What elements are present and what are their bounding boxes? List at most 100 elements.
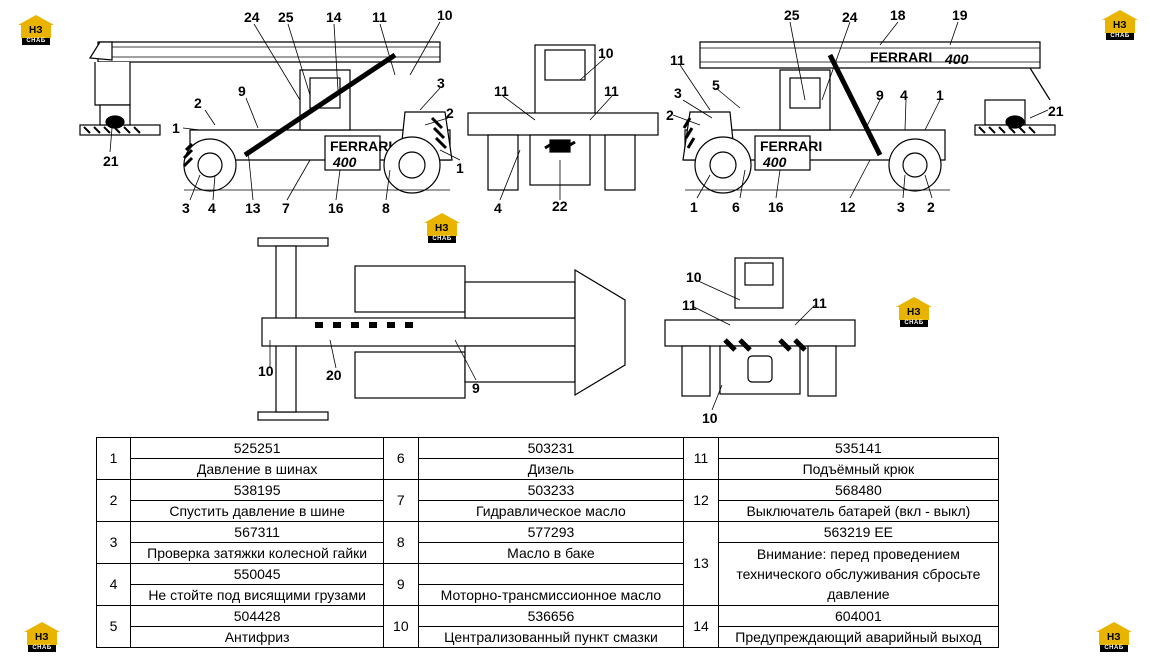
callout-1: 1 (456, 160, 464, 176)
table-row: Спустить давление в шине Гидравлическое … (97, 500, 1000, 522)
legend-desc: Выключатель батарей (вкл - выкл) (717, 500, 1000, 522)
legend-table: 1 525251 6 503231 11 535141 Давление в ш… (95, 437, 1000, 648)
legend-desc: Предупреждающий аварийный выход (717, 626, 1000, 648)
callout-6: 6 (732, 199, 740, 215)
table-row: 3 567311 8 577293 13 563219 EE (95, 521, 1000, 606)
svg-text:400: 400 (332, 154, 357, 170)
callout-24: 24 (842, 9, 858, 25)
legend-num: 9 (383, 563, 419, 606)
callout-11: 11 (372, 9, 387, 25)
legend-num: 5 (95, 605, 132, 648)
legend-desc: Давление в шинах (130, 458, 385, 480)
callout-2: 2 (927, 199, 935, 215)
legend-num: 7 (383, 479, 419, 522)
callout-22: 22 (552, 198, 568, 214)
callout-4: 4 (494, 200, 502, 216)
callout-2: 2 (666, 107, 674, 123)
legend-num: 6 (383, 437, 419, 480)
legend-num: 2 (95, 479, 132, 522)
legend-code: 503231 (417, 437, 685, 459)
callout-11: 11 (812, 295, 827, 311)
callout-16: 16 (768, 199, 784, 215)
svg-text:FERRARI: FERRARI (870, 49, 932, 65)
legend-code: 503233 (417, 479, 685, 501)
callout-5: 5 (712, 77, 720, 93)
callout-10: 10 (437, 7, 453, 23)
callout-1: 1 (936, 87, 944, 103)
callout-4: 4 (900, 87, 908, 103)
callout-24: 24 (244, 9, 260, 25)
callout-3: 3 (182, 200, 190, 216)
callout-21: 21 (103, 153, 119, 169)
table-row: 5 504428 10 536656 14 604001 (95, 605, 1000, 648)
svg-text:FERRARI: FERRARI (760, 138, 822, 154)
legend-code: 604001 (717, 605, 1000, 627)
legend-desc: Не стойте под висящими грузами (130, 584, 385, 606)
callout-21: 21 (1048, 103, 1064, 119)
top-view (257, 237, 626, 421)
callout-9: 9 (876, 87, 884, 103)
callout-1: 1 (172, 120, 180, 136)
callout-10: 10 (258, 363, 274, 379)
legend-num: 14 (683, 605, 719, 648)
callout-14: 14 (326, 9, 342, 25)
table-row: Проверка затяжки колесной гайки Масло в … (97, 542, 1000, 606)
table-row: 1 525251 6 503231 11 535141 (95, 437, 1000, 480)
legend-desc: Антифриз (130, 626, 385, 648)
svg-text:400: 400 (944, 51, 969, 67)
side-view-right: FERRARI 400 FERRARI 400 (682, 41, 1056, 194)
callout-2: 2 (194, 95, 202, 111)
side-view-left: FERRARI 400 (79, 41, 453, 194)
legend-desc: Масло в баке (417, 542, 685, 564)
callout-9: 9 (472, 380, 480, 396)
legend-desc: Моторно-трансмиссионное масло (417, 584, 685, 606)
legend-num: 12 (683, 479, 719, 522)
legend-code: 538195 (130, 479, 385, 501)
table-row: Антифриз Централизованный пункт смазки П… (97, 626, 1000, 648)
legend-num: 3 (95, 521, 132, 564)
callout-18: 18 (890, 7, 906, 23)
legend-code: 535141 (717, 437, 1000, 459)
legend-code: 563219 EE (717, 521, 1000, 543)
callout-9: 9 (238, 83, 246, 99)
table-row: 2 538195 7 503233 12 568480 (95, 479, 1000, 522)
legend-num: 8 (383, 521, 419, 564)
legend-num: 11 (683, 437, 719, 480)
callout-7: 7 (282, 200, 290, 216)
legend-desc: Спустить давление в шине (130, 500, 385, 522)
callout-10: 10 (598, 45, 614, 61)
legend-desc: Проверка затяжки колесной гайки (130, 542, 385, 564)
legend-desc: Подъёмный крюк (717, 458, 1000, 480)
callout-13: 13 (245, 200, 261, 216)
legend-num: 4 (95, 563, 132, 606)
legend-desc: Централизованный пункт смазки (417, 626, 685, 648)
legend-code: 525251 (130, 437, 385, 459)
callout-11: 11 (494, 83, 509, 99)
front-view (467, 44, 659, 191)
callout-2: 2 (446, 105, 454, 121)
callout-11: 11 (604, 83, 619, 99)
legend-num: 1 (95, 437, 132, 480)
callout-25: 25 (278, 9, 294, 25)
callout-11: 11 (682, 297, 697, 313)
svg-text:400: 400 (762, 154, 787, 170)
callout-4: 4 (208, 200, 216, 216)
legend-code: 567311 (130, 521, 385, 543)
legend-desc: Гидравлическое масло (417, 500, 685, 522)
legend-desc: Дизель (417, 458, 685, 480)
legend-desc: Внимание: перед проведением технического… (717, 542, 1000, 606)
callout-3: 3 (674, 85, 682, 101)
legend-num: 13 (683, 521, 719, 606)
legend-code: 550045 (130, 563, 385, 585)
svg-text:FERRARI: FERRARI (330, 138, 392, 154)
callout-8: 8 (382, 200, 390, 216)
callout-3: 3 (897, 199, 905, 215)
legend-code: 568480 (717, 479, 1000, 501)
callout-11: 11 (670, 52, 685, 68)
